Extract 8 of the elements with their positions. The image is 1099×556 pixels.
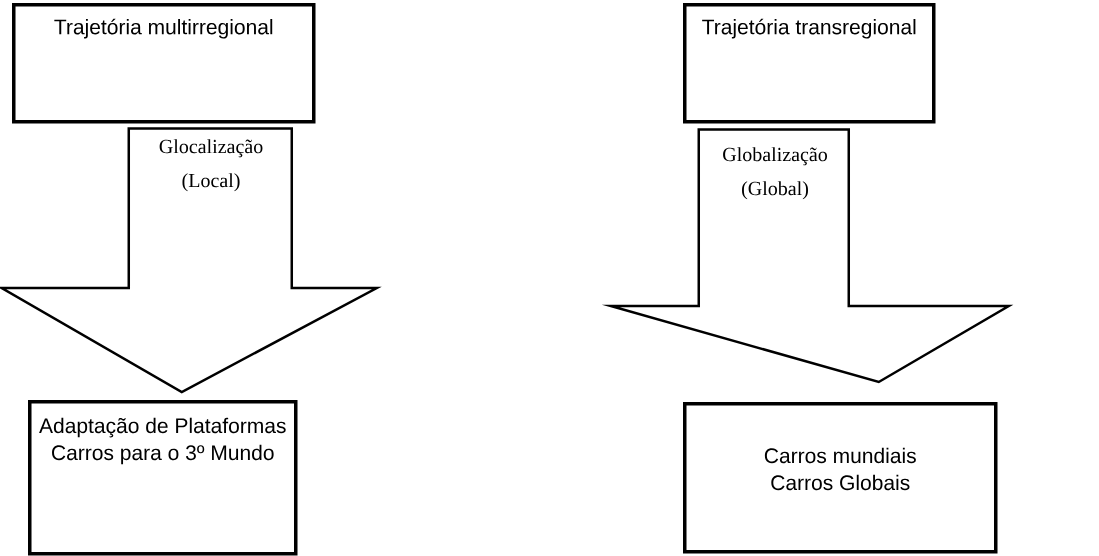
text-box: Carros mundiais Carros Globais xyxy=(683,402,998,554)
edge-label: Globalização (Global) xyxy=(704,146,846,201)
text-box: Trajetória multirregional xyxy=(12,3,316,124)
block-arrow xyxy=(601,128,1014,384)
edge-label: Glocalização (Local) xyxy=(140,138,282,193)
text-box: Trajetória transregional xyxy=(683,3,936,124)
text-box: Adaptação de Plataformas Carros para o 3º Mundo xyxy=(28,400,298,556)
block-arrow xyxy=(0,127,382,394)
